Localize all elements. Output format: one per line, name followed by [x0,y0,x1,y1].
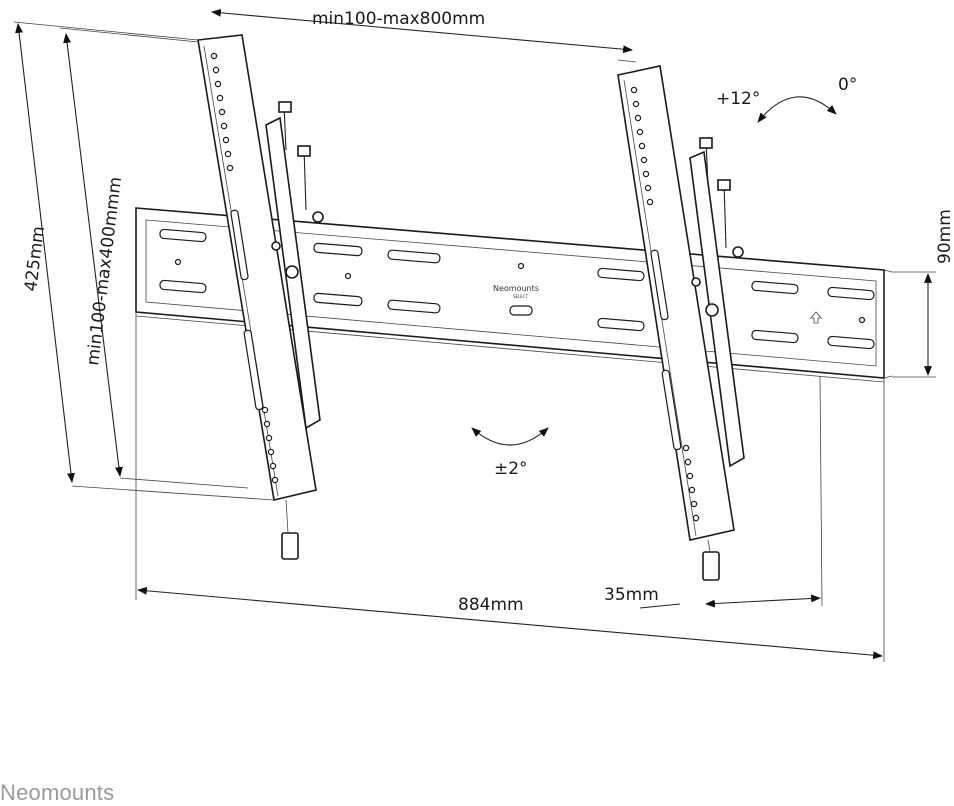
dimension-wall-distance [639,375,823,609]
plate-brand-name: Neomounts [493,284,539,293]
right-mounting-arm [617,65,745,581]
wall-distance-label: 35mm [604,585,659,605]
tilt-min-label: 0° [838,75,857,95]
level-adjust-arrow [471,427,549,446]
tilt-arrow [757,96,837,123]
tilt-max-label: +12° [716,89,760,109]
left-mounting-arm [197,34,324,560]
vesa-vertical-label: min100-max400mmm [83,176,126,367]
dimension-vesa-vertical [63,33,249,489]
dimension-plate-width [135,312,885,662]
vesa-horizontal-label: min100-max800mm [312,9,485,29]
brand-logo: Neomounts [0,780,115,805]
dimension-plate-height [892,271,936,378]
level-adjust-label: ±2° [494,459,528,479]
dimension-vesa-horizontal [59,8,637,63]
arm-height-label: 425mm [21,225,49,293]
plate-width-label: 884mm [458,595,524,615]
plate-brand-sub: SELECT [513,294,529,299]
plate-height-label: 90mm [935,209,954,264]
dimension-arm-height [13,21,275,501]
